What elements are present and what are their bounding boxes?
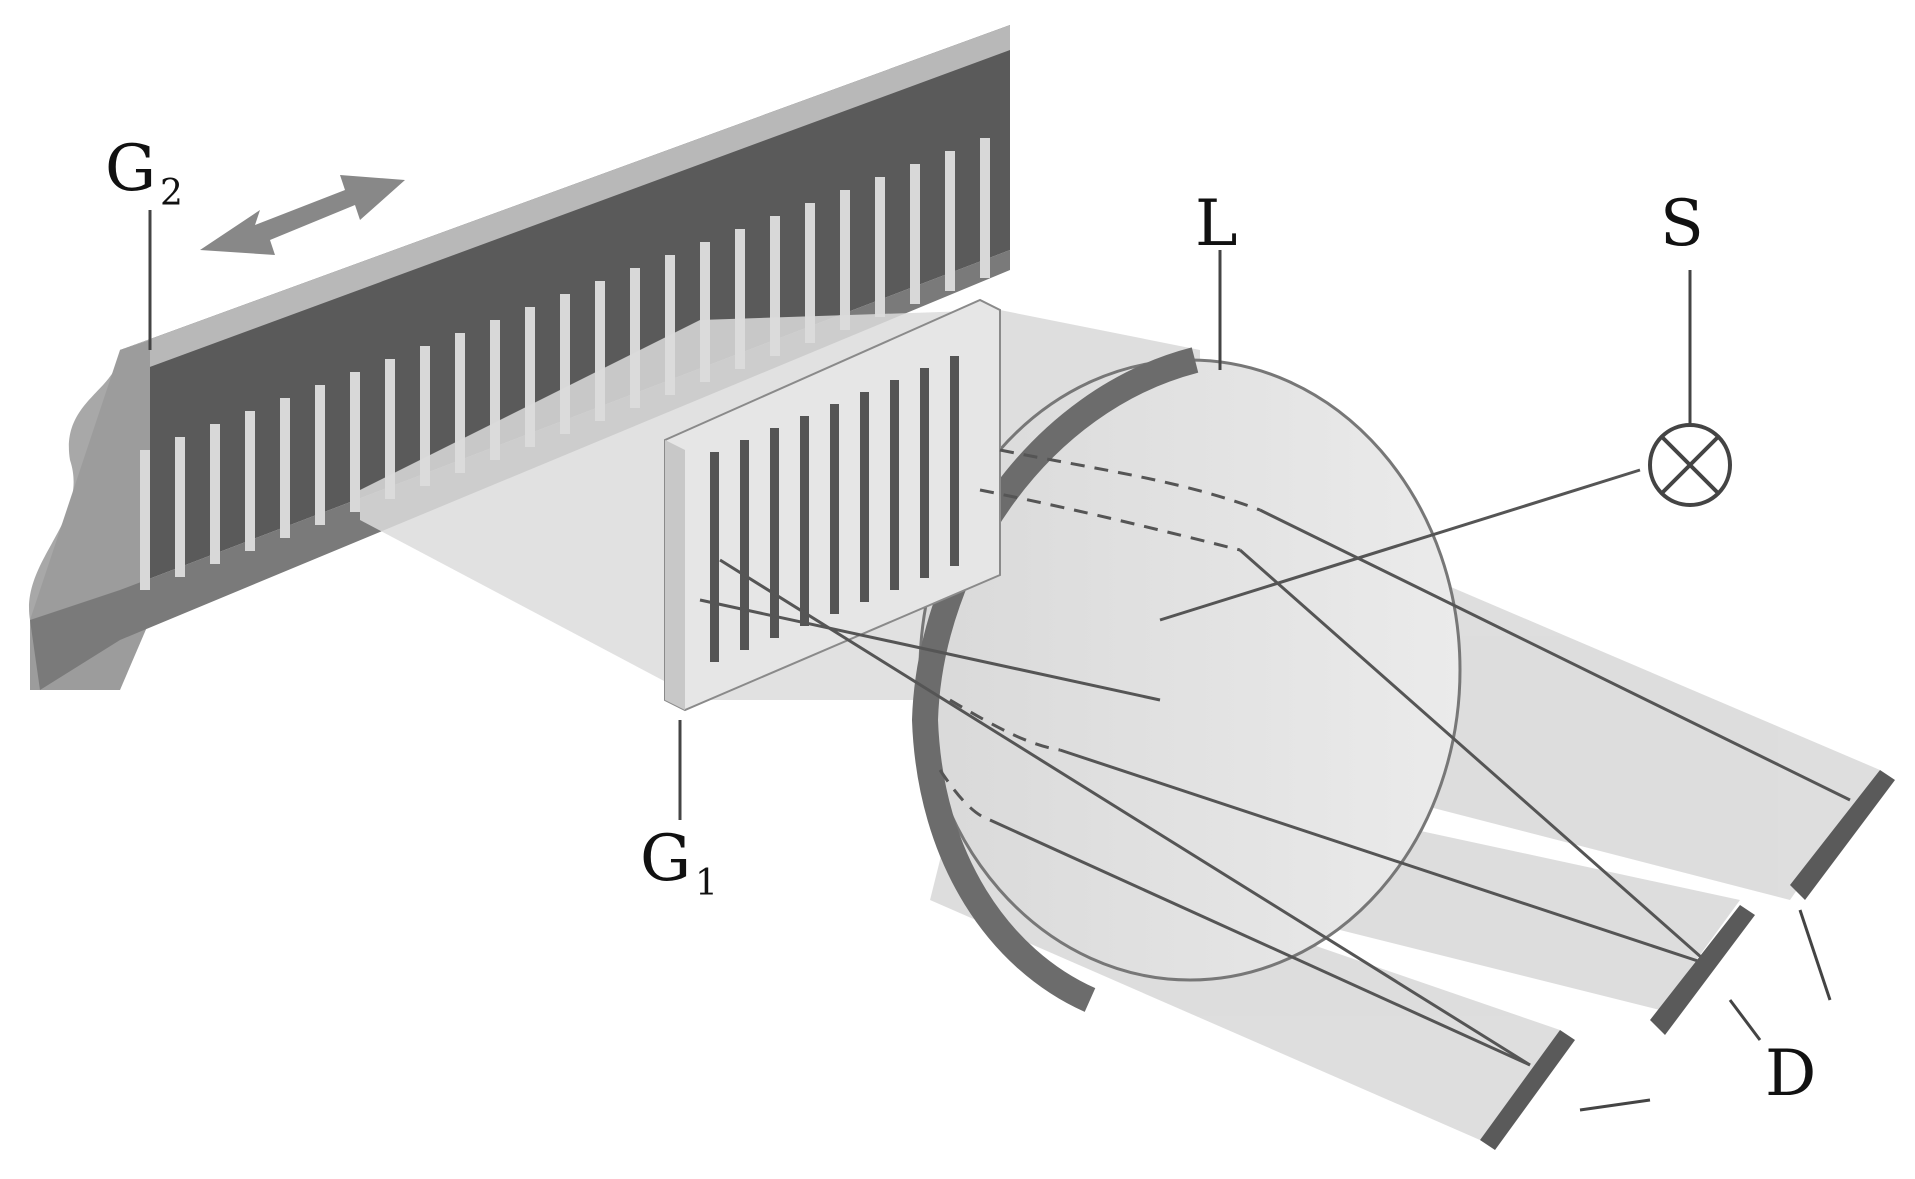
light-rays (699, 448, 1851, 1067)
label-detector: D (1765, 1037, 1816, 1111)
source-s (1648, 270, 1732, 507)
double-arrow-icon (200, 175, 405, 255)
leader-lines (148, 210, 1832, 1112)
label-g1: G (640, 822, 691, 896)
label-g2-sub: 2 (160, 173, 183, 214)
grating-g1 (664, 298, 1001, 712)
label-lens: L (1195, 187, 1238, 261)
lens-l (911, 347, 1462, 1012)
label-source: S (1660, 187, 1704, 261)
g2-slits (140, 138, 990, 590)
label-g1-sub: 1 (695, 863, 718, 904)
detectors-d (1480, 770, 1895, 1150)
label-g2: G (105, 132, 156, 206)
